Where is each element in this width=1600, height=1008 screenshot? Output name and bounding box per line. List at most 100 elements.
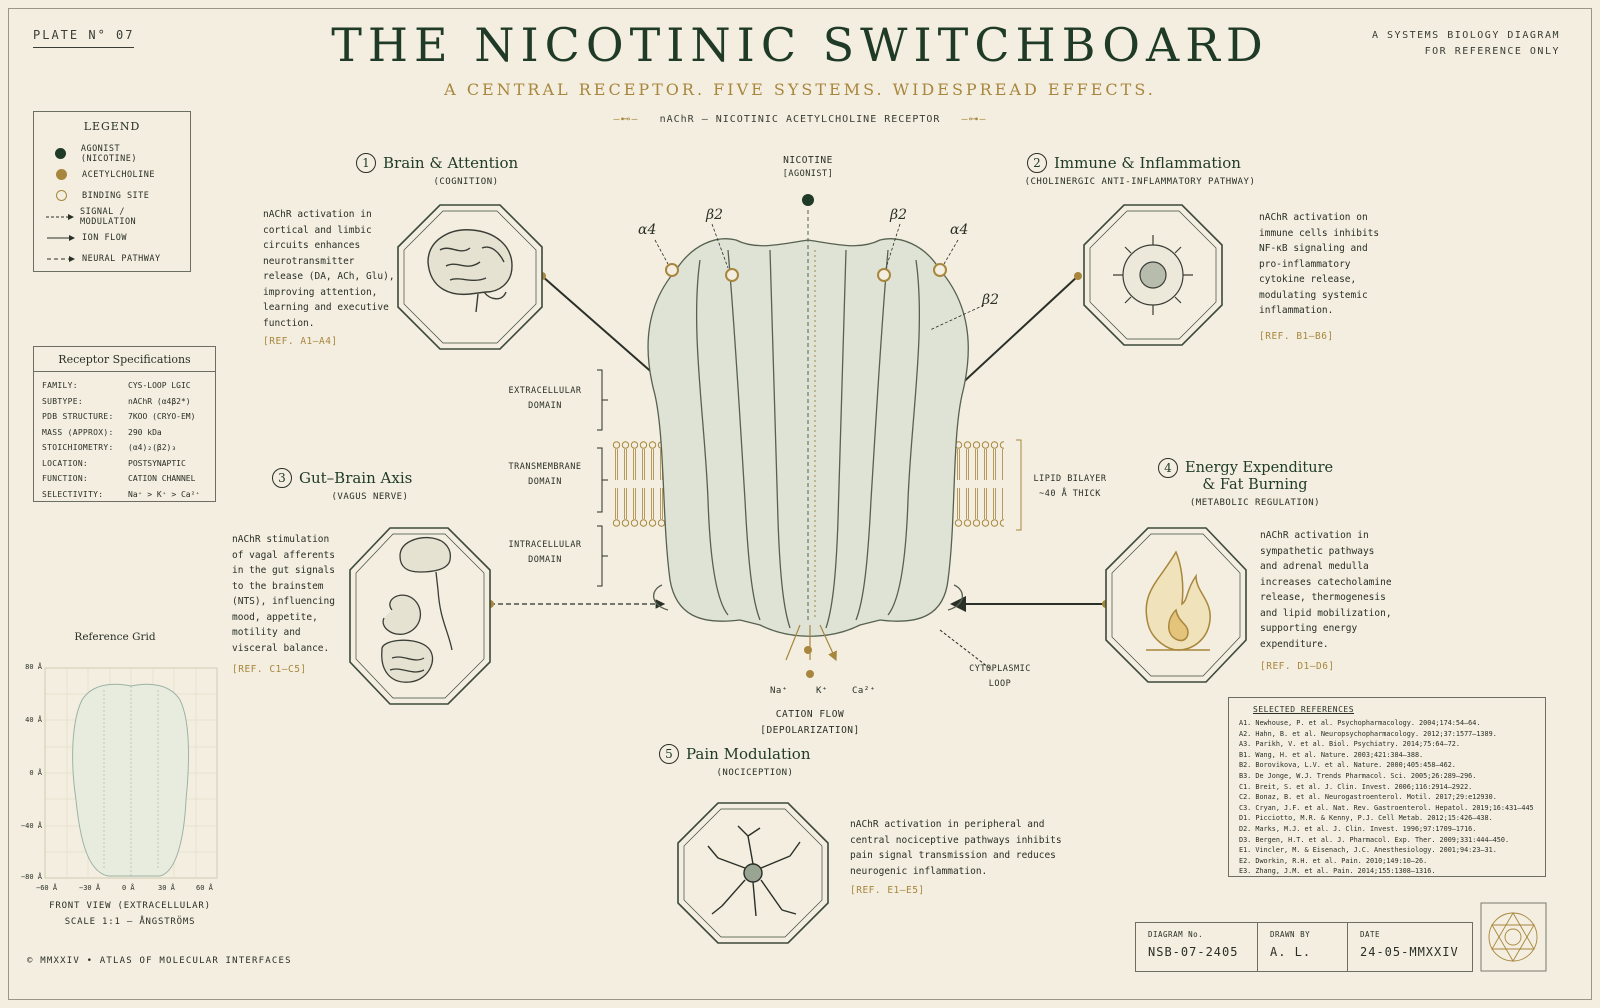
spec-row: MASS (APPROX):290 kDa bbox=[42, 427, 162, 437]
reference-item: B2. Borovikova, L.V. et al. Nature. 2000… bbox=[1239, 761, 1456, 770]
diagram-number-cell: DIAGRAM No. NSB-07-2405 bbox=[1136, 923, 1258, 971]
reference-item: B3. De Jonge, W.J. Trends Pharmacol. Sci… bbox=[1239, 771, 1477, 780]
section-brain-title: 1 Brain & Attention bbox=[356, 153, 518, 173]
flame-icon bbox=[1145, 550, 1211, 651]
spec-row: SUBTYPE:nAChR (α4β2*) bbox=[42, 396, 191, 406]
legend-item: ACETYLCHOLINE bbox=[46, 164, 178, 185]
cation-flow-label: CATION FLOW bbox=[775, 709, 845, 720]
legend: LEGEND AGONIST (NICOTINE) ACETYLCHOLINE … bbox=[33, 111, 191, 272]
specs-title: Receptor Specifications bbox=[34, 353, 215, 372]
nicotine-dot-icon bbox=[802, 194, 814, 206]
subunit-a4-right: α4 bbox=[950, 222, 969, 238]
ion-flow-arrows bbox=[785, 624, 836, 660]
page-frame bbox=[8, 8, 1592, 1000]
drawn-by-cell: DRAWN BY A. L. bbox=[1258, 923, 1348, 971]
grid-x-tick: −60 Å bbox=[36, 884, 58, 892]
section-immune-sub: (CHOLINERGIC ANTI-INFLAMMATORY PATHWAY) bbox=[1024, 177, 1256, 187]
binding-site-icon bbox=[877, 268, 891, 282]
receptor-specifications: Receptor Specifications FAMILY:CYS-LOOP … bbox=[33, 346, 216, 502]
page-title: THE NICOTINIC SWITCHBOARD bbox=[331, 18, 1269, 72]
reference-item: C3. Cryan, J.F. et al. Nat. Rev. Gastroe… bbox=[1239, 803, 1535, 812]
plate-number: PLATE N° 07 bbox=[33, 28, 135, 48]
subunit-a4-left: α4 bbox=[638, 222, 657, 238]
nicotine-label: NICOTINE bbox=[783, 155, 833, 166]
references-title: SELECTED REFERENCES bbox=[1253, 705, 1355, 714]
section-immune-ref: [REF. B1–B6] bbox=[1259, 331, 1334, 342]
reference-item: E2. Dworkin, R.H. et al. Pain. 2010;149:… bbox=[1239, 856, 1428, 865]
reference-item: D3. Bergen, H.T. et al. J. Pharmacol. Ex… bbox=[1239, 835, 1510, 844]
legend-item: ION FLOW bbox=[46, 227, 178, 248]
reference-item: C1. Breit, S. et al. J. Clin. Invest. 20… bbox=[1239, 782, 1473, 791]
seal-icon bbox=[1480, 902, 1547, 972]
grid-y-tick: −80 Å bbox=[20, 873, 42, 881]
legend-title: LEGEND bbox=[83, 120, 141, 133]
binding-site-icon bbox=[933, 263, 947, 277]
connector-node bbox=[1074, 272, 1082, 280]
solid-arrow-icon bbox=[47, 234, 75, 241]
grid-caption: FRONT VIEW (EXTRACELLULAR) SCALE 1:1 — Å… bbox=[49, 901, 211, 927]
reference-item: A2. Hahn, B. et al. Neuropsychopharmacol… bbox=[1239, 729, 1497, 738]
reference-item: E1. Vincler, M. & Eisenach, J.C. Anesthe… bbox=[1239, 846, 1497, 855]
subunit-b2-third: β2 bbox=[982, 292, 1000, 308]
brain-icon bbox=[427, 229, 513, 313]
ion-na: Na⁺ bbox=[770, 686, 788, 696]
ion-ca: Ca²⁺ bbox=[852, 686, 876, 696]
section-energy-ref: [REF. D1–D6] bbox=[1260, 661, 1335, 672]
legend-item: BINDING SITE bbox=[46, 185, 178, 206]
reference-item: A3. Parikh, V. et al. Biol. Psychiatry. … bbox=[1239, 740, 1460, 749]
legend-item: SIGNAL / MODULATION bbox=[46, 206, 178, 227]
depolarization-label: [DEPOLARIZATION] bbox=[760, 725, 860, 736]
spec-row: LOCATION:POSTSYNAPTIC bbox=[42, 458, 186, 468]
bracket-intracellular bbox=[597, 525, 608, 587]
neuron-icon bbox=[707, 825, 801, 917]
grid-x-tick: 0 Å bbox=[122, 884, 135, 892]
connector-immune bbox=[943, 275, 1079, 401]
grid-x-tick: −30 Å bbox=[79, 884, 101, 892]
section-energy-title-2: & Fat Burning bbox=[1202, 477, 1308, 493]
ornament-right-icon: —⊶— bbox=[940, 114, 987, 125]
bracket-transmembrane bbox=[597, 447, 608, 513]
spec-row: SELECTIVITY:Na⁺ > K⁺ > Ca²⁺ bbox=[42, 489, 201, 499]
reference-item: A1. Newhouse, P. et al. Psychopharmacolo… bbox=[1239, 719, 1481, 727]
legend-item: NEURAL PATHWAY bbox=[46, 248, 178, 269]
section-pain-ref: [REF. E1–E5] bbox=[850, 885, 925, 896]
reference-item: C2. Bonaz, B. et al. Neurogastroenterol.… bbox=[1239, 793, 1497, 802]
neural-pathway-arrow-icon bbox=[47, 255, 75, 262]
section-immune-title: 2 Immune & Inflammation bbox=[1027, 153, 1241, 173]
binding-site-icon bbox=[55, 190, 67, 201]
selected-references: SELECTED REFERENCES A1. Newhouse, P. et … bbox=[1228, 697, 1546, 877]
page-subtitle: A CENTRAL RECEPTOR. FIVE SYSTEMS. WIDESP… bbox=[444, 80, 1156, 99]
section-gut-title: 3 Gut–Brain Axis bbox=[272, 468, 412, 488]
dashed-arrow-icon bbox=[46, 213, 74, 220]
gut-brain-icon bbox=[381, 536, 453, 683]
immune-cell-icon bbox=[1113, 235, 1193, 315]
grid-title: Reference Grid bbox=[74, 631, 156, 643]
title-block: DIAGRAM No. NSB-07-2405 DRAWN BY A. L. D… bbox=[1135, 922, 1473, 972]
binding-site-icon bbox=[725, 268, 739, 282]
section-pain-title: 5 Pain Modulation bbox=[659, 744, 811, 764]
section-brain-sub: (COGNITION) bbox=[433, 177, 499, 187]
section-brain-ref: [REF. A1–A4] bbox=[263, 336, 338, 347]
acetylcholine-dot-icon bbox=[55, 169, 67, 180]
spec-row: FAMILY:CYS-LOOP LGIC bbox=[42, 381, 191, 391]
section-energy-title: 4 Energy Expenditure bbox=[1158, 458, 1333, 478]
legend-item: AGONIST (NICOTINE) bbox=[46, 143, 178, 164]
spec-row: PDB STRUCTURE:7KOO (CRYO-EM) bbox=[42, 412, 196, 422]
lipid-bilayer-label: LIPID BILAYER~40 Å THICK bbox=[1033, 474, 1107, 499]
ornament-left-icon: —⊷— bbox=[613, 114, 660, 125]
bracket-extracellular bbox=[597, 369, 608, 431]
grid-y-tick: −40 Å bbox=[20, 822, 42, 830]
section-gut-sub: (VAGUS NERVE) bbox=[331, 492, 409, 502]
tagline: —⊷— nAChR — NICOTINIC ACETYLCHOLINE RECE… bbox=[613, 114, 987, 125]
header-note: A SYSTEMS BIOLOGY DIAGRAM FOR REFERENCE … bbox=[1371, 30, 1560, 57]
spec-row: STOICHIOMETRY:(α4)₂(β2)₃ bbox=[42, 443, 177, 453]
